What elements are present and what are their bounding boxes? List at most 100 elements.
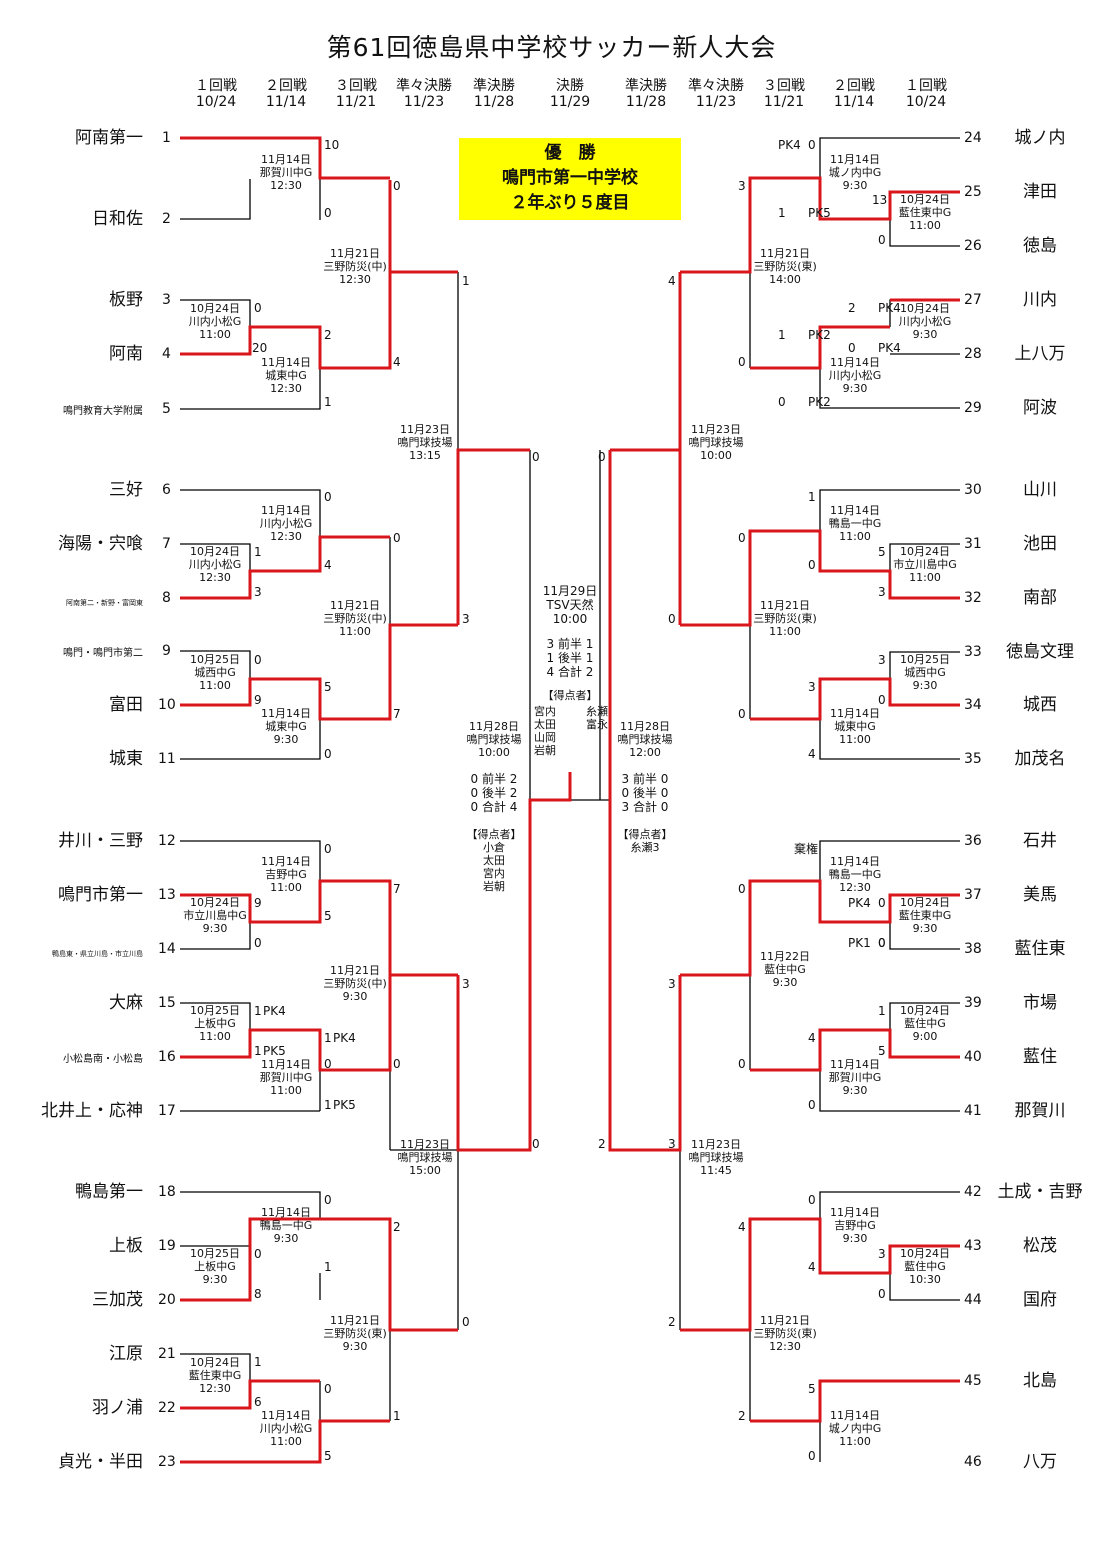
score: 6	[254, 1395, 262, 1409]
match-info: 11月14日 城ノ内中G 11:00	[828, 1409, 882, 1448]
team-name-4: 阿南	[109, 344, 143, 364]
match-info: 10月24日 藍住東中G 12:30	[188, 1356, 242, 1395]
team-name-6: 三好	[109, 480, 143, 500]
match-info: 11月14日 那賀川中G 11:00	[259, 1058, 313, 1097]
score: PK4	[878, 341, 901, 355]
score: 0	[848, 341, 856, 355]
score: 0	[808, 1098, 816, 1112]
team-name-14: 鴨島東・県立川島・市立川島	[52, 950, 143, 958]
team-number-7: 7	[162, 536, 171, 552]
score: 5	[324, 909, 332, 923]
team-number-8: 8	[162, 590, 171, 606]
team-name-8: 阿南第二・新野・富岡東	[66, 599, 143, 607]
score: 0	[878, 693, 886, 707]
team-number-25: 25	[964, 184, 982, 200]
score: PK2	[808, 328, 831, 342]
score: 7	[393, 882, 401, 896]
team-number-34: 34	[964, 697, 982, 713]
score: 5	[324, 1449, 332, 1463]
team-number-46: 46	[964, 1454, 982, 1470]
team-name-29: 阿波	[1023, 398, 1057, 418]
score: 0	[808, 1193, 816, 1207]
score: 3	[808, 680, 816, 694]
team-name-45: 北島	[1023, 1371, 1057, 1391]
team-number-9: 9	[162, 643, 171, 659]
match-info: 11月23日 鳴門球技場 13:15	[397, 423, 453, 462]
score: 1	[778, 206, 786, 220]
match-info: 11月14日 那賀川中G 12:30	[259, 153, 313, 192]
team-number-45: 45	[964, 1373, 982, 1389]
match-info: 11月23日 鳴門球技場 15:00	[397, 1138, 453, 1177]
match-info: 11月21日 三野防災(東) 9:30	[323, 1314, 387, 1353]
match-info: 11月28日 鳴門球技場 10:00	[466, 720, 522, 759]
score: 0	[808, 1449, 816, 1463]
score: 0	[808, 558, 816, 572]
semifinal-right-result: 3 前半 0 0 後半 0 3 合計 0	[621, 772, 669, 814]
team-number-5: 5	[162, 401, 171, 417]
team-number-24: 24	[964, 130, 982, 146]
match-info: 11月14日 川内小松G 12:30	[259, 504, 313, 543]
team-name-31: 池田	[1023, 534, 1057, 554]
team-name-10: 富田	[109, 695, 143, 715]
score: 0	[324, 842, 332, 856]
match-info: 10月24日 川内小松G 12:30	[188, 545, 242, 584]
score: 0	[324, 1382, 332, 1396]
match-info: 11月23日 鳴門球技場 10:00	[688, 423, 744, 462]
team-name-5: 鳴門教育大学附属	[63, 406, 143, 417]
team-name-34: 城西	[1023, 695, 1057, 715]
team-number-16: 16	[158, 1049, 176, 1065]
score: 4	[668, 274, 676, 288]
score: 1	[324, 395, 332, 409]
team-number-41: 41	[964, 1103, 982, 1119]
score: 9	[254, 896, 262, 910]
score: 4	[808, 1260, 816, 1274]
score: 0	[738, 355, 746, 369]
score: 0	[878, 233, 886, 247]
match-info: 11月14日 吉野中G 9:30	[830, 1206, 880, 1245]
team-number-11: 11	[158, 751, 176, 767]
match-info: 11月14日 鴨島一中G 9:30	[259, 1206, 313, 1245]
score: 0	[878, 936, 886, 950]
match-info: 11月21日 三野防災(東) 12:30	[753, 1314, 817, 1353]
team-number-32: 32	[964, 590, 982, 606]
score: 1	[808, 490, 816, 504]
team-number-6: 6	[162, 482, 171, 498]
score: 0	[324, 747, 332, 761]
team-name-23: 貞光・半田	[58, 1452, 143, 1472]
score: 棄権	[794, 842, 819, 856]
score: 0	[393, 531, 401, 545]
semifinal-right-scorers: 【得点者】 糸瀬3	[617, 828, 673, 854]
match-info: 11月14日 鴨島一中G 12:30	[828, 855, 882, 894]
team-number-31: 31	[964, 536, 982, 552]
score: 5	[878, 545, 886, 559]
score: 5	[808, 1382, 816, 1396]
score: 4	[808, 1031, 816, 1045]
team-name-15: 大麻	[109, 993, 143, 1013]
team-number-14: 14	[158, 941, 176, 957]
team-number-20: 20	[158, 1292, 176, 1308]
score: 0	[668, 612, 676, 626]
team-name-36: 石井	[1023, 831, 1057, 851]
match-info: 11月14日 鴨島一中G 11:00	[828, 504, 882, 543]
team-number-38: 38	[964, 941, 982, 957]
team-number-21: 21	[158, 1346, 176, 1362]
score: 0	[532, 1137, 540, 1151]
team-number-36: 36	[964, 833, 982, 849]
team-number-30: 30	[964, 482, 982, 498]
score: 1	[324, 1031, 332, 1045]
semifinal-left-scorers: 【得点者】 小倉 太田 宮内 岩朝	[466, 828, 522, 893]
score: 20	[252, 341, 268, 355]
team-number-44: 44	[964, 1292, 982, 1308]
team-name-25: 津田	[1023, 182, 1057, 202]
score: 0	[254, 653, 262, 667]
team-name-3: 板野	[109, 290, 143, 310]
team-name-41: 那賀川	[1014, 1101, 1066, 1121]
